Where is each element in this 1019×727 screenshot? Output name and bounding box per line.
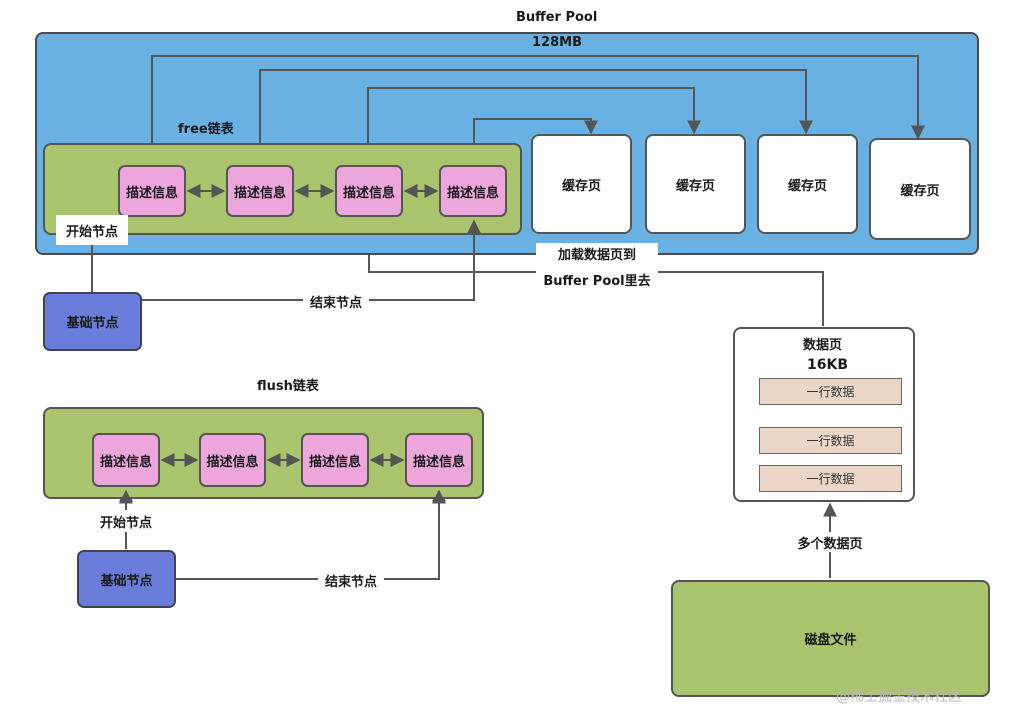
free-end-node-label: 结束节点 <box>303 291 369 311</box>
free-descriptor-4: 描述信息 <box>439 165 507 217</box>
flush-start-node-label: 开始节点 <box>92 510 160 532</box>
cache-page-1: 缓存页 <box>531 134 632 234</box>
flush-descriptor-3: 描述信息 <box>301 433 369 487</box>
free-start-node-label: 开始节点 <box>56 215 128 245</box>
flush-descriptor-2: 描述信息 <box>199 433 266 487</box>
load-label-line1: 加载数据页到 <box>557 248 636 263</box>
cache-page-3: 缓存页 <box>757 134 858 234</box>
free-base-node: 基础节点 <box>43 292 142 351</box>
free-descriptor-1: 描述信息 <box>118 165 186 217</box>
flush-base-node: 基础节点 <box>77 550 176 608</box>
flush-descriptor-4: 描述信息 <box>405 433 473 487</box>
cache-page-4: 缓存页 <box>869 138 971 240</box>
disk-file: 磁盘文件 <box>671 580 990 697</box>
data-row-1: 一行数据 <box>759 378 902 405</box>
flush-descriptor-1: 描述信息 <box>92 433 160 487</box>
load-label: 加载数据页到 Buffer Pool里去 <box>536 243 658 297</box>
free-list-title: free链表 <box>178 122 234 137</box>
multi-data-pages-label: 多个数据页 <box>790 532 870 552</box>
data-page-title: 数据页 <box>803 338 843 353</box>
free-descriptor-2: 描述信息 <box>226 165 294 217</box>
buffer-pool-size: 128MB <box>532 35 582 50</box>
data-page-size: 16KB <box>807 357 849 373</box>
buffer-pool-title: Buffer Pool <box>516 10 598 25</box>
flush-list-title: flush链表 <box>257 379 319 394</box>
flush-end-node-label: 结束节点 <box>318 570 384 590</box>
load-label-line2: Buffer Pool里去 <box>543 274 651 289</box>
data-row-3: 一行数据 <box>759 465 902 492</box>
watermark: @稀土掘金技术社区 <box>836 689 962 705</box>
flush-end-arrow <box>176 487 446 580</box>
cache-page-2: 缓存页 <box>645 134 746 234</box>
free-descriptor-3: 描述信息 <box>335 165 403 217</box>
data-row-2: 一行数据 <box>759 427 902 454</box>
